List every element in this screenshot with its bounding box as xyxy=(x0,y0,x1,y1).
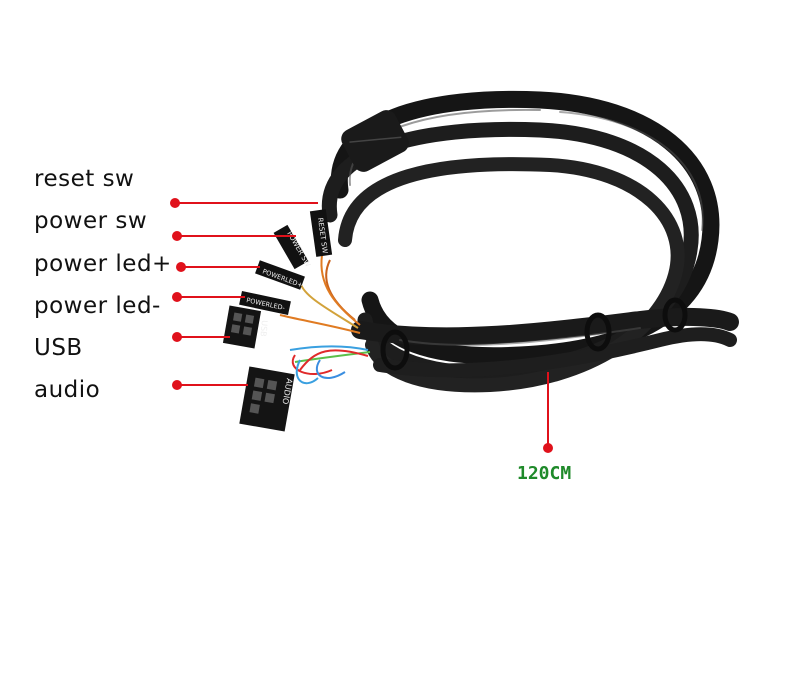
connector-reset-sw: RESET SW xyxy=(309,209,333,257)
cable-loops xyxy=(321,90,739,393)
label-power-led-minus: power led- xyxy=(34,293,161,319)
cable-sleeve xyxy=(341,110,409,172)
svg-text:USB: USB xyxy=(259,320,269,337)
svg-text:AUDIO: AUDIO xyxy=(280,378,293,405)
connector-usb: USB xyxy=(222,305,269,349)
label-usb: USB xyxy=(34,335,83,361)
wires xyxy=(279,254,371,385)
cable-length-label: 120CM xyxy=(517,463,572,484)
connector-power-sw: POWER SW xyxy=(273,224,312,270)
callout-usb xyxy=(172,332,230,342)
callout-power-led-plus xyxy=(176,262,260,272)
callout-power-sw xyxy=(172,231,296,241)
label-reset-sw: reset sw xyxy=(34,166,135,192)
label-power-sw: power sw xyxy=(34,208,148,234)
callout-reset-sw xyxy=(170,198,318,208)
cable-ties xyxy=(380,297,688,371)
label-audio: audio xyxy=(34,377,101,403)
callout-power-led-minus xyxy=(172,292,245,302)
connector-audio: AUDIO xyxy=(239,366,295,432)
callout-audio xyxy=(172,380,248,390)
callouts xyxy=(170,198,553,453)
callout-length xyxy=(543,372,553,453)
label-power-led-plus: power led+ xyxy=(34,251,172,277)
